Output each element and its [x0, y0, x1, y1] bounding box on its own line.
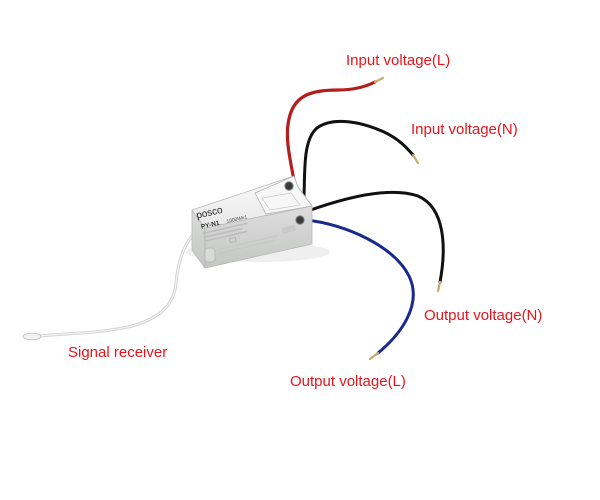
device-barcode [281, 224, 297, 234]
controller-device: posco PY-N1 1000Wx1 [186, 175, 330, 269]
terminal-cover [254, 175, 313, 215]
wire-tip-output-n [436, 280, 442, 293]
label-input-voltage-l: Input voltage(L) [346, 52, 451, 69]
device-model: PY-N1 [200, 220, 220, 231]
signal-sensor-tip [22, 332, 42, 341]
device-address-line-2 [218, 239, 276, 255]
screw-bottom [295, 215, 305, 225]
label-input-voltage-n: Input voltage(N) [411, 121, 518, 138]
mount-slot [204, 247, 216, 263]
wire-input-l [285, 80, 377, 194]
screw-top [284, 181, 294, 191]
wire-tip-output-l [368, 351, 380, 361]
terminal-cover-outline [261, 192, 301, 211]
device-cert-mark [229, 237, 237, 244]
wire-tip-input-n [411, 153, 420, 165]
signal-wire-highlight [39, 227, 204, 337]
label-signal-receiver: Signal receiver [68, 344, 168, 361]
device-spec-line-1 [202, 222, 248, 235]
wire-output-l [304, 218, 415, 355]
device-spec-line-2 [203, 227, 243, 239]
device-address-line-1 [217, 234, 279, 251]
device-spec-line-3 [204, 230, 248, 243]
wire-tip-input-l [373, 76, 385, 84]
wire-output-n [306, 190, 445, 284]
label-output-voltage-l: Output voltage(L) [290, 373, 406, 390]
label-output-voltage-n: Output voltage(N) [424, 307, 543, 324]
device-rating: 1000Wx1 [226, 214, 248, 225]
signal-wire [38, 226, 205, 338]
wire-input-n [302, 119, 415, 198]
